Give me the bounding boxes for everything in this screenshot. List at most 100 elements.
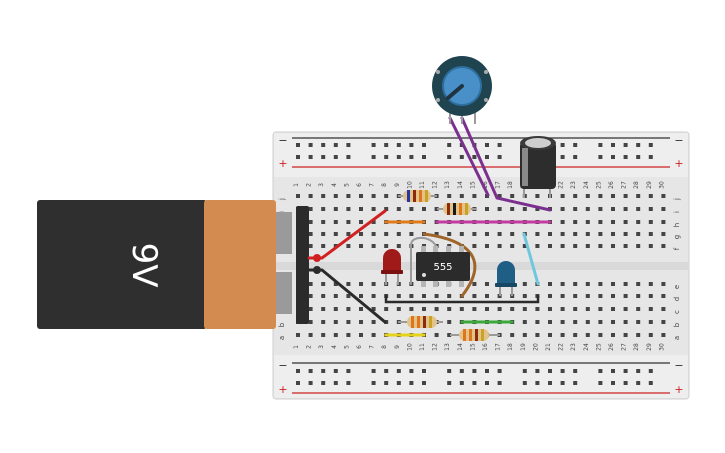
breadboard-hole[interactable] xyxy=(636,307,641,311)
breadboard-hole[interactable] xyxy=(485,369,489,373)
breadboard-hole[interactable] xyxy=(661,207,666,211)
breadboard-hole[interactable] xyxy=(371,333,376,337)
breadboard-hole[interactable] xyxy=(333,220,338,224)
capacitor[interactable] xyxy=(520,136,556,198)
breadboard-hole[interactable] xyxy=(548,369,552,373)
breadboard-hole[interactable] xyxy=(359,220,363,224)
breadboard-hole[interactable] xyxy=(308,282,313,286)
wire-black-battery[interactable] xyxy=(307,268,387,324)
breadboard-hole[interactable] xyxy=(648,381,653,385)
breadboard-hole[interactable] xyxy=(296,194,300,198)
breadboard-hole[interactable] xyxy=(611,207,615,211)
breadboard-hole[interactable] xyxy=(346,294,351,298)
breadboard-hole[interactable] xyxy=(510,194,515,198)
breadboard-hole[interactable] xyxy=(560,282,565,286)
breadboard-hole[interactable] xyxy=(636,320,641,324)
breadboard-hole[interactable] xyxy=(510,232,515,236)
breadboard-hole[interactable] xyxy=(522,307,527,311)
breadboard-hole[interactable] xyxy=(548,307,552,311)
breadboard-hole[interactable] xyxy=(573,381,578,385)
breadboard-hole[interactable] xyxy=(472,381,477,385)
breadboard-hole[interactable] xyxy=(535,320,540,324)
breadboard-hole[interactable] xyxy=(573,194,578,198)
breadboard-hole[interactable] xyxy=(371,155,376,159)
breadboard-hole[interactable] xyxy=(611,369,615,373)
wire-black-long[interactable] xyxy=(384,294,540,304)
breadboard-hole[interactable] xyxy=(623,333,628,337)
breadboard-hole[interactable] xyxy=(409,294,414,298)
breadboard-hole[interactable] xyxy=(648,369,653,373)
breadboard-hole[interactable] xyxy=(333,194,338,198)
breadboard-hole[interactable] xyxy=(560,381,565,385)
breadboard-hole[interactable] xyxy=(598,307,603,311)
breadboard-hole[interactable] xyxy=(371,307,376,311)
breadboard-hole[interactable] xyxy=(497,381,502,385)
breadboard-hole[interactable] xyxy=(308,333,313,337)
breadboard-hole[interactable] xyxy=(648,232,653,236)
breadboard-hole[interactable] xyxy=(522,333,527,337)
breadboard-hole[interactable] xyxy=(308,155,313,159)
breadboard-hole[interactable] xyxy=(636,232,641,236)
breadboard-hole[interactable] xyxy=(459,155,464,159)
breadboard-hole[interactable] xyxy=(422,294,426,298)
breadboard-hole[interactable] xyxy=(321,220,326,224)
breadboard-hole[interactable] xyxy=(648,307,653,311)
breadboard-hole[interactable] xyxy=(346,244,351,248)
breadboard-hole[interactable] xyxy=(611,282,615,286)
breadboard-hole[interactable] xyxy=(333,294,338,298)
breadboard-hole[interactable] xyxy=(422,143,426,147)
breadboard-hole[interactable] xyxy=(346,232,351,236)
breadboard-hole[interactable] xyxy=(447,232,452,236)
breadboard-hole[interactable] xyxy=(585,207,590,211)
breadboard-hole[interactable] xyxy=(321,282,326,286)
breadboard-hole[interactable] xyxy=(396,307,401,311)
breadboard-hole[interactable] xyxy=(371,282,376,286)
breadboard-hole[interactable] xyxy=(560,244,565,248)
breadboard-hole[interactable] xyxy=(371,207,376,211)
breadboard-hole[interactable] xyxy=(472,282,477,286)
breadboard-hole[interactable] xyxy=(598,369,603,373)
breadboard-hole[interactable] xyxy=(346,207,351,211)
breadboard-hole[interactable] xyxy=(346,333,351,337)
breadboard-hole[interactable] xyxy=(333,320,338,324)
breadboard-hole[interactable] xyxy=(636,207,641,211)
breadboard-hole[interactable] xyxy=(333,333,338,337)
breadboard-hole[interactable] xyxy=(560,194,565,198)
led-blue[interactable] xyxy=(495,261,517,296)
breadboard-hole[interactable] xyxy=(648,320,653,324)
breadboard-hole[interactable] xyxy=(384,232,389,236)
breadboard-hole[interactable] xyxy=(447,307,452,311)
breadboard-hole[interactable] xyxy=(636,369,641,373)
breadboard-hole[interactable] xyxy=(598,282,603,286)
breadboard-hole[interactable] xyxy=(623,194,628,198)
breadboard-hole[interactable] xyxy=(611,155,615,159)
breadboard-hole[interactable] xyxy=(648,282,653,286)
breadboard-hole[interactable] xyxy=(409,207,414,211)
breadboard-hole[interactable] xyxy=(459,381,464,385)
breadboard-hole[interactable] xyxy=(346,381,351,385)
breadboard-hole[interactable] xyxy=(573,307,578,311)
breadboard-hole[interactable] xyxy=(661,307,666,311)
breadboard-hole[interactable] xyxy=(485,381,489,385)
breadboard-hole[interactable] xyxy=(472,244,477,248)
breadboard-hole[interactable] xyxy=(661,320,666,324)
breadboard-hole[interactable] xyxy=(371,294,376,298)
breadboard-hole[interactable] xyxy=(661,294,666,298)
breadboard-hole[interactable] xyxy=(522,294,527,298)
breadboard-hole[interactable] xyxy=(548,282,552,286)
breadboard-hole[interactable] xyxy=(661,282,666,286)
wire-red[interactable] xyxy=(307,209,387,260)
breadboard-hole[interactable] xyxy=(396,207,401,211)
breadboard-hole[interactable] xyxy=(321,369,326,373)
breadboard-hole[interactable] xyxy=(560,220,565,224)
breadboard-hole[interactable] xyxy=(648,333,653,337)
breadboard-hole[interactable] xyxy=(522,282,527,286)
breadboard-hole[interactable] xyxy=(321,333,326,337)
breadboard-hole[interactable] xyxy=(447,369,452,373)
breadboard-hole[interactable] xyxy=(611,232,615,236)
breadboard-hole[interactable] xyxy=(321,294,326,298)
breadboard-hole[interactable] xyxy=(585,244,590,248)
breadboard-hole[interactable] xyxy=(636,220,641,224)
breadboard-hole[interactable] xyxy=(409,381,414,385)
breadboard-hole[interactable] xyxy=(409,155,414,159)
